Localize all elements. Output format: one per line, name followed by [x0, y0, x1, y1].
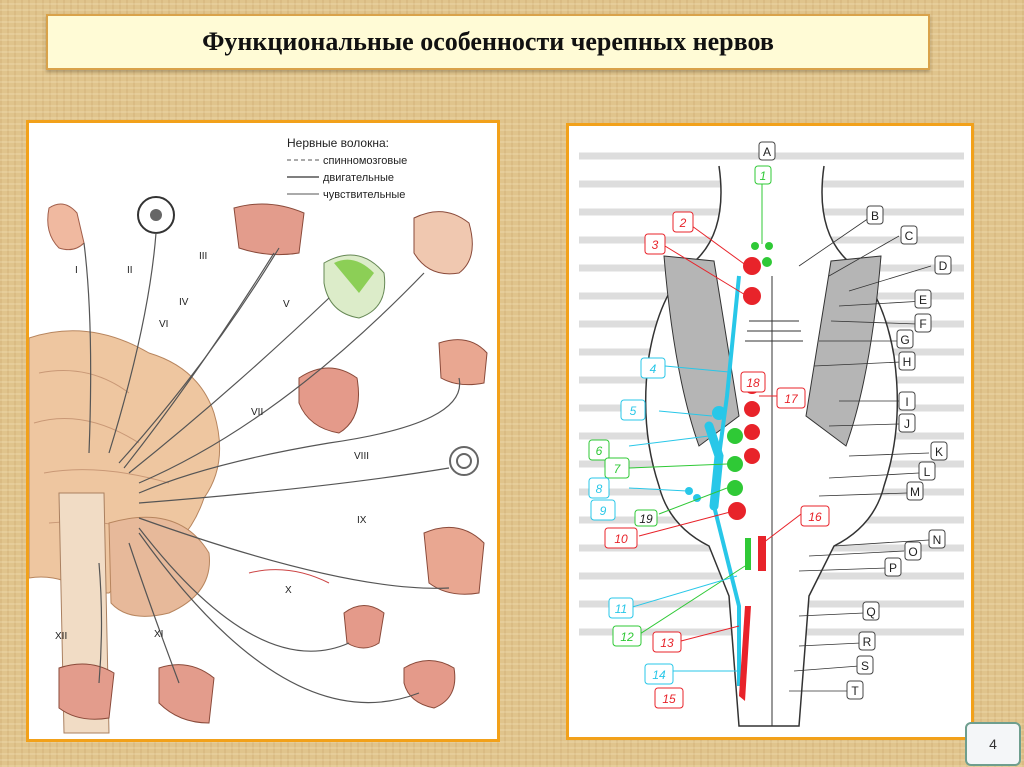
letter-e: E	[919, 293, 927, 307]
nerve-label-vii: VII	[251, 407, 263, 418]
nerve-label-xii: XII	[55, 631, 67, 642]
number-5: 5	[630, 404, 637, 418]
letter-j: J	[904, 417, 910, 431]
letter-d: D	[939, 259, 948, 273]
letter-o: O	[908, 545, 917, 559]
cerebellum	[108, 516, 210, 617]
nerve-label-i: I	[75, 265, 78, 276]
letter-h: H	[903, 355, 912, 369]
tongue-sketch	[438, 339, 488, 386]
number-18: 18	[746, 376, 760, 390]
number-19: 19	[639, 512, 653, 526]
slide-title: Функциональные особенности черепных нерв…	[202, 27, 774, 56]
nerve-label-viii: VIII	[354, 451, 369, 462]
number-17: 17	[784, 392, 799, 406]
inner-ear-sketch	[449, 446, 479, 476]
brainstem-figure: A B C D E F G H I J K L M N O P Q R S T	[579, 141, 964, 727]
letter-boxes	[758, 141, 952, 700]
cranial-nerves-illustration: Нервные волокна: спинномозговые двигател…	[26, 120, 500, 742]
nose-sketch	[47, 203, 85, 251]
cranial-nerves-figure: Нервные волокна: спинномозговые двигател…	[29, 136, 488, 734]
letter-leaders	[789, 217, 932, 692]
number-16: 16	[808, 510, 822, 524]
number-12: 12	[620, 630, 634, 644]
legend-sensory: чувствительные	[323, 189, 405, 201]
viscera-sketch	[403, 660, 456, 709]
number-14: 14	[652, 668, 666, 682]
skull-face-sketch	[413, 211, 473, 275]
peduncle-left	[663, 255, 740, 447]
peduncle-right	[805, 255, 882, 447]
heart-lungs-sketch	[343, 605, 385, 649]
number-6: 6	[596, 444, 603, 458]
letter-c: C	[905, 229, 914, 243]
nerve-label-vi: VI	[159, 319, 168, 330]
orbit-muscles-sketch	[233, 203, 305, 256]
page-number: 4	[965, 722, 1021, 766]
number-11: 11	[615, 602, 627, 616]
spinal-nucleus-5	[712, 406, 726, 420]
nerve-pathways	[83, 232, 461, 704]
nerve-label-iv: IV	[179, 297, 189, 308]
letter-i: I	[905, 395, 908, 409]
letter-m: M	[910, 485, 920, 499]
letter-q: Q	[866, 605, 875, 619]
letter-p: P	[889, 561, 897, 575]
letter-f: F	[919, 317, 926, 331]
legend-heading: Нервные волокна:	[287, 136, 389, 150]
number-9: 9	[600, 504, 607, 518]
legend-motor: двигательные	[323, 172, 394, 184]
nerve-label-xi: XI	[154, 629, 163, 640]
number-7: 7	[614, 462, 622, 476]
nerve-label-v: V	[283, 299, 290, 310]
legend-spinal: спинномозговые	[323, 155, 407, 167]
letter-a: A	[763, 145, 771, 159]
number-boxes	[588, 165, 830, 709]
number-1: 1	[760, 169, 767, 183]
motor-highlight	[248, 569, 330, 584]
neck-muscles-sketch	[158, 664, 215, 724]
letter-t: T	[851, 684, 859, 698]
title-banner: Функциональные особенности черепных нерв…	[46, 14, 930, 70]
brainstem-nuclei-diagram: A B C D E F G H I J K L M N O P Q R S T	[566, 123, 974, 740]
number-3: 3	[652, 238, 659, 252]
sensory-nuclei	[727, 242, 773, 570]
nerve-label-ix: IX	[357, 515, 367, 526]
letter-l: L	[924, 465, 931, 479]
face-green-sketch	[323, 254, 386, 319]
tongue-side-sketch	[58, 663, 115, 720]
pons-fibers	[745, 320, 803, 342]
nerve-label-ii: II	[127, 265, 133, 276]
green-leaders	[628, 184, 763, 642]
nerve-label-x: X	[285, 585, 292, 596]
eye-sketch	[137, 196, 175, 234]
cyan-leaders	[628, 365, 738, 672]
number-10: 10	[614, 532, 628, 546]
letter-k: K	[935, 445, 943, 459]
letter-g: G	[900, 333, 909, 347]
letter-n: N	[933, 533, 942, 547]
letter-s: S	[861, 659, 869, 673]
number-13: 13	[660, 636, 674, 650]
spinal-nucleus-thick	[704, 421, 724, 511]
face-muscle-sketch	[298, 367, 360, 434]
letter-r: R	[863, 635, 872, 649]
nerve-label-iii: III	[199, 251, 207, 262]
brain-gyri	[33, 370, 170, 534]
number-8: 8	[596, 482, 603, 496]
number-4: 4	[650, 362, 657, 376]
number-2: 2	[679, 216, 687, 230]
number-15: 15	[662, 692, 676, 706]
throat-sketch	[423, 526, 485, 595]
spinal-nucleus-8a	[685, 487, 693, 495]
letter-b: B	[871, 209, 879, 223]
